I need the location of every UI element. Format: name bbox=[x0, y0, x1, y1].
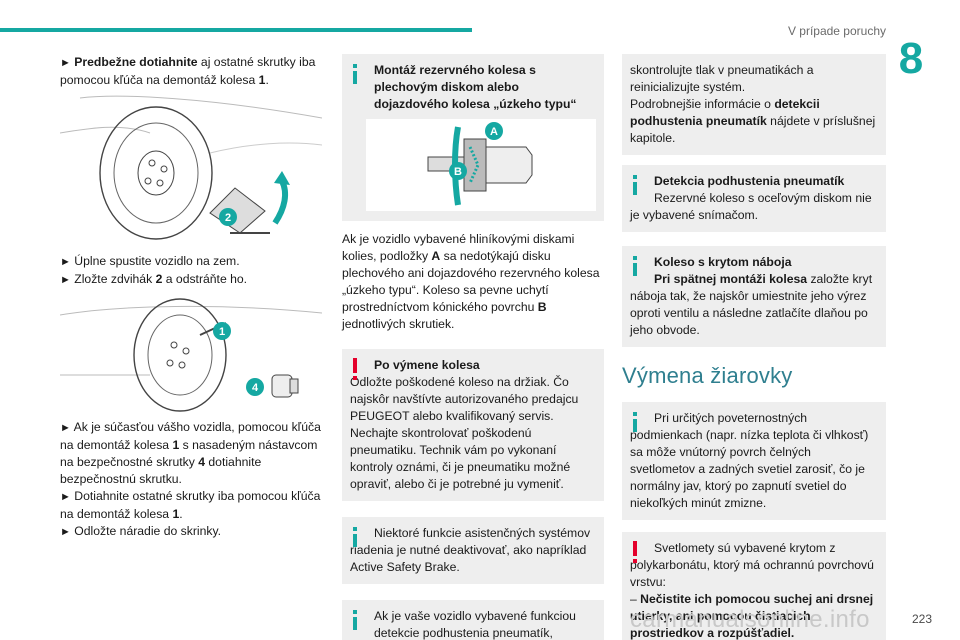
warning-icon bbox=[352, 358, 358, 382]
info-box-title: Koleso s krytom náboja bbox=[654, 255, 792, 269]
column-1: ► Predbežne dotiahnite aj ostatné skrutk… bbox=[60, 54, 322, 541]
column-3: skontrolujte tlak v pneumatikách a reini… bbox=[622, 54, 886, 640]
warning-box-title: Po výmene kolesa bbox=[374, 358, 480, 372]
info-box-hubcap: Koleso s krytom náboja Pri spätnej montá… bbox=[622, 246, 886, 347]
info-box-text: Ak je vaše vozidlo vybavené funkciou det… bbox=[374, 609, 576, 640]
callout-B: B bbox=[454, 166, 462, 178]
page-number: 223 bbox=[911, 612, 932, 626]
info-box-title: Detekcia podhustenia pneumatík bbox=[654, 174, 845, 188]
arrow-icon: ► bbox=[60, 526, 71, 538]
illustration-wheel-wrench: 1 4 bbox=[60, 295, 322, 413]
section-title: Výmena žiarovky bbox=[622, 363, 793, 388]
warning-icon bbox=[632, 541, 638, 565]
info-box-tpms-detection: Detekcia podhustenia pneumatík Rezervné … bbox=[622, 165, 886, 232]
info-box-adas: Niektoré funkcie asistenčných systémov r… bbox=[342, 517, 604, 584]
warning-box-bold-text: Nečistite ich pomocou suchej ani drsnej … bbox=[630, 592, 874, 640]
info-box-condensation: Pri určitých poveternostných podmienkach… bbox=[622, 402, 886, 520]
info-box-text: Rezervné koleso s oceľovým diskom nie je… bbox=[630, 191, 872, 222]
illustration-jack-wheel: 2 bbox=[60, 93, 322, 247]
info-icon bbox=[350, 64, 360, 86]
info-icon bbox=[350, 527, 360, 549]
warning-box-after-change: Po výmene kolesa Odložte poškodené koles… bbox=[342, 349, 604, 501]
info-box-text: Niektoré funkcie asistenčných systémov r… bbox=[350, 526, 591, 574]
info-box-title: Montáž rezervného kolesa s plechovým dis… bbox=[374, 63, 577, 111]
step-lower-vehicle: ► Úplne spustite vozidlo na zem. bbox=[60, 254, 240, 268]
chapter-header-title: V prípade poruchy bbox=[787, 24, 886, 38]
arrow-icon: ► bbox=[60, 274, 71, 286]
info-icon bbox=[630, 175, 640, 197]
illustration-wheel-bolt: A B bbox=[366, 119, 596, 211]
info-box-spare-wheel: Montáž rezervného kolesa s plechovým dis… bbox=[342, 54, 604, 221]
info-box-text: Pri určitých poveternostných podmienkach… bbox=[630, 411, 869, 510]
info-icon bbox=[630, 256, 640, 278]
step-security-bolt: ► Ak je súčasťou vášho vozidla, pomocou … bbox=[60, 420, 321, 486]
step-pretighten: ► Predbežne dotiahnite aj ostatné skrutk… bbox=[60, 55, 316, 87]
watermark: carmanualsonline.info bbox=[630, 606, 870, 633]
arrow-icon: ► bbox=[60, 57, 71, 69]
info-icon bbox=[350, 610, 360, 632]
column-2: Montáž rezervného kolesa s plechovým dis… bbox=[342, 54, 604, 640]
info-box-tpms-continued: skontrolujte tlak v pneumatikách a reini… bbox=[622, 54, 886, 155]
warning-box-text: Svetlomety sú vybavené krytom z polykarb… bbox=[630, 541, 874, 589]
header-accent-bar bbox=[0, 28, 472, 32]
chapter-number-badge: 8 bbox=[898, 34, 924, 83]
step-tighten-other: ► Dotiahnite ostatné skrutky iba pomocou… bbox=[60, 489, 321, 521]
callout-2: 2 bbox=[225, 212, 231, 224]
callout-A: A bbox=[490, 126, 498, 138]
warning-box-polycarbonate: Svetlomety sú vybavené krytom z polykarb… bbox=[622, 532, 886, 640]
warning-box-text: Odložte poškodené koleso na držiak. Čo n… bbox=[350, 375, 579, 491]
step-remove-jack: ► Zložte zdvihák 2 a odstráňte ho. bbox=[60, 272, 248, 286]
callout-1: 1 bbox=[219, 326, 225, 338]
arrow-icon: ► bbox=[60, 256, 71, 268]
info-icon bbox=[630, 412, 640, 434]
arrow-icon: ► bbox=[60, 422, 71, 434]
arrow-icon: ► bbox=[60, 491, 71, 503]
info-box-tpms: Ak je vaše vozidlo vybavené funkciou det… bbox=[342, 600, 604, 640]
paragraph-alloy-washers: Ak je vozidlo vybavené hliníkovými diska… bbox=[342, 232, 600, 331]
step-store-tools: ► Odložte náradie do skrinky. bbox=[60, 524, 222, 538]
callout-4: 4 bbox=[252, 382, 259, 394]
